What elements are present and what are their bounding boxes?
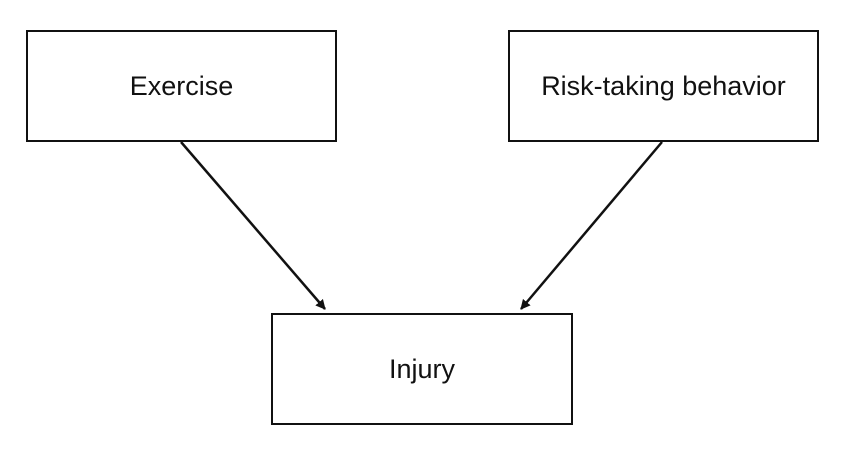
node-injury-label: Injury [388,353,456,384]
node-exercise-label: Exercise [129,70,234,101]
node-injury: Injury [271,313,573,425]
node-risk-taking-behavior-label: Risk-taking behavior [541,70,786,101]
node-risk-taking-behavior: Risk-taking behavior [508,30,819,142]
node-exercise: Exercise [26,30,337,142]
edge-exercise-to-injury [180,141,326,310]
edge-risk-to-injury [520,141,663,310]
